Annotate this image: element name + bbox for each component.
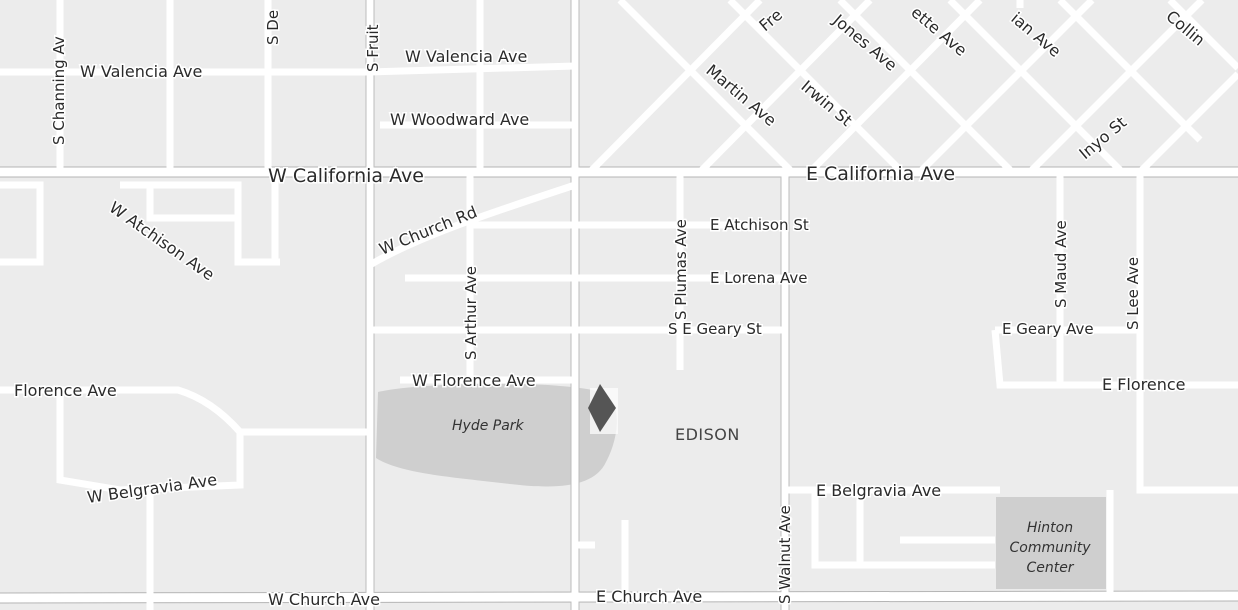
label-w-woodward-ave: W Woodward Ave xyxy=(390,110,529,129)
label-e-geary-ave: E Geary Ave xyxy=(1002,320,1094,338)
label-s-walnut-ave: S Walnut Ave xyxy=(776,505,794,604)
poi-labels: Hyde Park Hinton Community Center EDISON xyxy=(452,418,1091,576)
label-e-belgravia-ave: E Belgravia Ave xyxy=(816,481,941,500)
label-w-church-rd: W Church Rd xyxy=(376,202,479,259)
label-s-fruit: S Fruit xyxy=(364,24,382,72)
label-e-florence: E Florence xyxy=(1102,375,1185,394)
hinton-community-center-area[interactable] xyxy=(996,497,1106,589)
label-e-lorena-ave: E Lorena Ave xyxy=(710,269,808,287)
label-hyde-park[interactable]: Hyde Park xyxy=(452,418,525,434)
label-hinton-line3[interactable]: Center xyxy=(1026,560,1074,576)
label-w-church-ave: W Church Ave xyxy=(268,590,380,609)
hyde-park-area[interactable] xyxy=(376,383,617,487)
label-s-channing-av: S Channing Av xyxy=(50,36,68,145)
label-e-atchison-st: E Atchison St xyxy=(710,216,809,234)
label-s-arthur-ave: S Arthur Ave xyxy=(462,266,480,360)
label-e-church-ave: E Church Ave xyxy=(596,587,702,606)
label-jones-ave: Jones Ave xyxy=(829,10,901,75)
label-w-florence-ave: W Florence Ave xyxy=(412,371,536,390)
label-hinton-line2[interactable]: Community xyxy=(1009,540,1091,556)
label-edison-area: EDISON xyxy=(675,425,740,444)
label-s-maud-ave: S Maud Ave xyxy=(1052,220,1070,308)
label-w-atchison-ave: W Atchison Ave xyxy=(106,198,218,285)
label-w-valencia-ave-west: W Valencia Ave xyxy=(80,62,202,81)
label-w-california-ave: W California Ave xyxy=(268,165,424,187)
label-s-e-geary-st: S E Geary St xyxy=(668,320,762,338)
label-w-valencia-ave-east: W Valencia Ave xyxy=(405,47,527,66)
label-e-california-ave: E California Ave xyxy=(806,163,955,185)
location-diamond-icon[interactable] xyxy=(588,384,618,434)
label-s-lee-ave: S Lee Ave xyxy=(1124,257,1142,330)
label-s-plumas-ave: S Plumas Ave xyxy=(672,219,690,320)
label-irwin-st: Irwin St xyxy=(797,77,856,130)
label-florence-ave: Florence Ave xyxy=(14,381,117,400)
label-s-de: S De xyxy=(264,10,282,45)
label-hinton-line1[interactable]: Hinton xyxy=(1027,520,1073,536)
